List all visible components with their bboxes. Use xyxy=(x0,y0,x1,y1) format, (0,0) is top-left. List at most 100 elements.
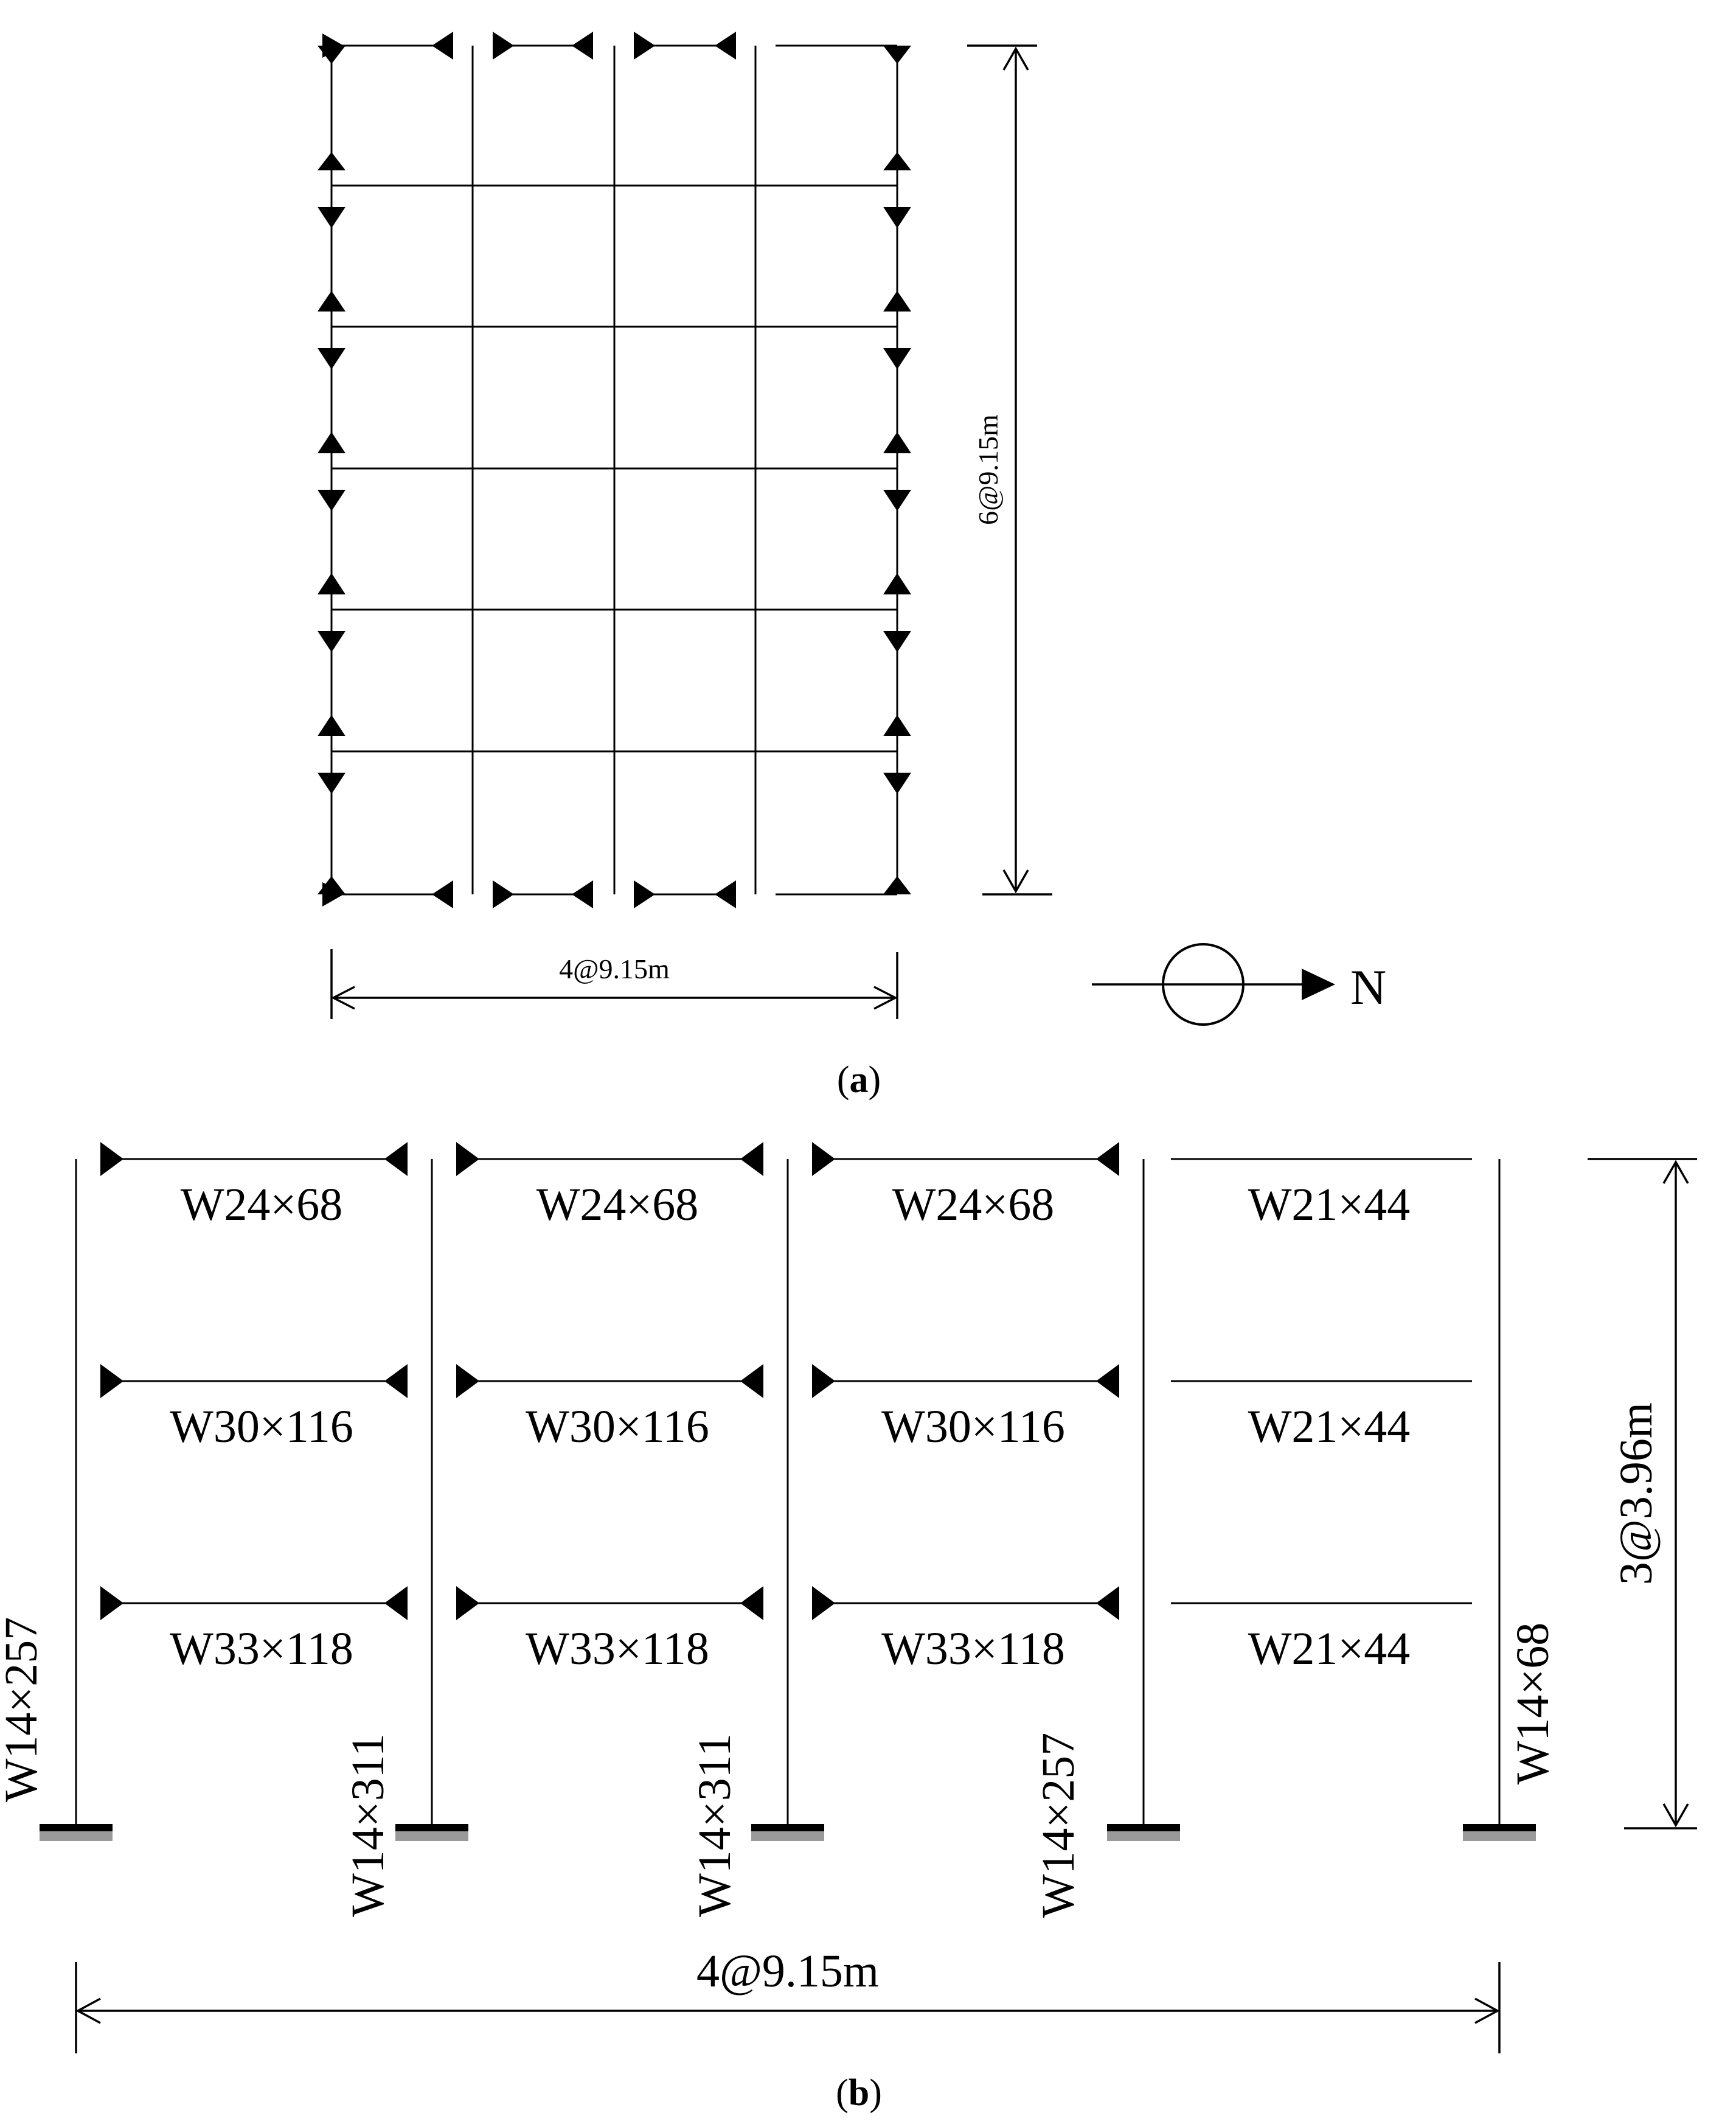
beam-label: W21×44 xyxy=(1248,1401,1411,1452)
connection-marker xyxy=(812,1364,835,1398)
base-plate xyxy=(1107,1824,1180,1831)
arrowhead xyxy=(1662,1160,1689,1184)
plan-horizontal-dimension-label: 4@9.15m xyxy=(559,953,670,984)
column-label: W14×311 xyxy=(342,1733,394,1917)
connection-marker xyxy=(493,32,514,60)
fixed-supports xyxy=(40,1824,1536,1841)
plan-grid xyxy=(330,44,898,896)
connection-marker xyxy=(456,1364,479,1398)
base-plate xyxy=(40,1824,113,1831)
connection-marker xyxy=(883,46,911,64)
column-label: W14×257 xyxy=(0,1617,47,1803)
connection-marker xyxy=(883,876,911,894)
connection-marker xyxy=(384,1586,408,1620)
beam-label: W33×118 xyxy=(170,1623,353,1674)
beam-label: W21×44 xyxy=(1248,1179,1411,1230)
elevation-vertical-dimension: 3@3.96m xyxy=(1588,1158,1697,1829)
beam-label: W33×118 xyxy=(881,1623,1065,1674)
connection-marker xyxy=(634,32,655,60)
north-arrow-circle xyxy=(1162,943,1245,1026)
connection-marker xyxy=(715,32,736,60)
ground-hatch xyxy=(395,1831,468,1841)
arrowhead xyxy=(1662,1803,1689,1828)
north-arrow-head xyxy=(1302,969,1335,1000)
beam-label: W24×68 xyxy=(536,1179,699,1230)
elevation-columns xyxy=(75,1159,1501,1828)
connection-marker xyxy=(318,291,345,312)
arrowhead xyxy=(75,1997,101,2024)
base-plate xyxy=(751,1824,824,1831)
north-arrow: N xyxy=(1092,943,1386,1026)
beam-labels: W24×68 W24×68 W24×68 W21×44 W30×116 W30×… xyxy=(170,1179,1410,1674)
connection-marker xyxy=(432,880,453,908)
connection-marker xyxy=(456,1586,479,1620)
north-label: N xyxy=(1350,959,1386,1015)
elevation-horizontal-dimension: 4@9.15m xyxy=(75,1946,1501,2053)
beam-label: W33×118 xyxy=(526,1623,709,1674)
base-plate xyxy=(395,1824,468,1831)
connection-marker xyxy=(883,207,911,228)
elevation-panel: W24×68 W24×68 W24×68 W21×44 W30×116 W30×… xyxy=(0,1142,1697,2114)
connection-marker xyxy=(318,490,345,511)
arrowhead xyxy=(1002,869,1029,894)
connection-marker xyxy=(1096,1586,1119,1620)
plan-horizontal-dimension: 4@9.15m xyxy=(330,949,898,1019)
connection-marker xyxy=(318,432,345,453)
connection-marker xyxy=(100,1586,123,1620)
arrowhead xyxy=(331,986,355,1010)
arrowhead xyxy=(1002,46,1029,71)
connection-marker xyxy=(883,573,911,594)
connection-marker xyxy=(572,880,593,908)
column-labels: W14×257 W14×311 W14×311 W14×257 W14×68 xyxy=(0,1617,1558,1918)
beam-label: W30×116 xyxy=(170,1401,353,1452)
connection-marker xyxy=(715,880,736,908)
connection-marker xyxy=(1096,1142,1119,1176)
ground-hatch xyxy=(40,1831,113,1841)
beam-label: W21×44 xyxy=(1248,1623,1411,1674)
connection-marker xyxy=(883,152,911,170)
connection-marker xyxy=(493,880,514,908)
arrowhead xyxy=(873,986,898,1010)
connection-marker xyxy=(1096,1364,1119,1398)
elevation-horizontal-dimension-label: 4@9.15m xyxy=(696,1946,879,1997)
connection-marker xyxy=(456,1142,479,1176)
base-plate xyxy=(1463,1824,1536,1831)
plan-vertical-dimension: 6@9.15m xyxy=(967,44,1052,896)
connection-marker xyxy=(883,773,911,794)
plan-view-panel: 6@9.15m 4@9.15m N (a) xyxy=(318,32,1386,1101)
elevation-beams xyxy=(103,1158,1472,1604)
connection-marker xyxy=(318,46,345,64)
connection-marker xyxy=(883,432,911,453)
caption-a: (a) xyxy=(837,1059,881,1101)
connection-marker xyxy=(100,1364,123,1398)
connection-marker xyxy=(812,1586,835,1620)
connection-marker xyxy=(740,1586,763,1620)
connection-marker xyxy=(883,490,911,511)
connection-marker xyxy=(883,291,911,312)
plan-vertical-dimension-label: 6@9.15m xyxy=(973,414,1004,525)
beam-label: W30×116 xyxy=(526,1401,709,1452)
connection-marker xyxy=(318,207,345,228)
ground-hatch xyxy=(751,1831,824,1841)
connection-marker xyxy=(432,32,453,60)
beam-label: W24×68 xyxy=(892,1179,1055,1230)
connection-marker xyxy=(318,152,345,170)
connection-marker xyxy=(318,876,345,894)
beam-label: W30×116 xyxy=(881,1401,1065,1452)
column-label: W14×257 xyxy=(1033,1733,1084,1918)
column-label: W14×68 xyxy=(1507,1623,1558,1785)
connection-marker xyxy=(318,631,345,652)
beam-moment-connections xyxy=(100,1142,1119,1620)
connection-marker xyxy=(318,773,345,794)
connection-marker xyxy=(318,573,345,594)
caption-b: (b) xyxy=(836,2072,882,2114)
beam-label: W24×68 xyxy=(181,1179,343,1230)
connection-marker xyxy=(384,1142,408,1176)
elevation-vertical-dimension-label: 3@3.96m xyxy=(1611,1402,1662,1585)
connection-marker xyxy=(883,348,911,369)
connection-marker xyxy=(634,880,655,908)
ground-hatch xyxy=(1107,1831,1180,1841)
connection-marker xyxy=(318,348,345,369)
connection-marker xyxy=(812,1142,835,1176)
